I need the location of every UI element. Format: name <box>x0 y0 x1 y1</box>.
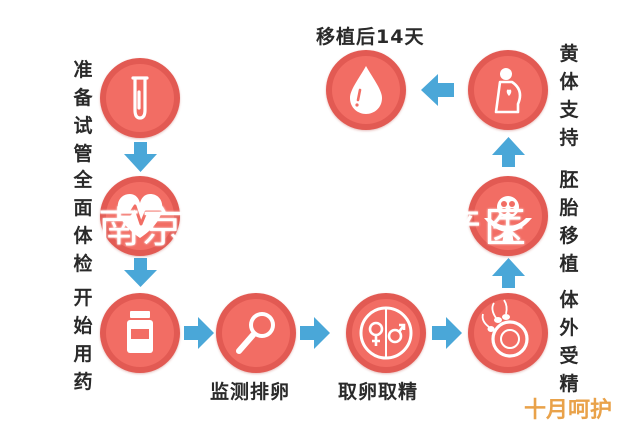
step-transfer <box>468 176 548 256</box>
gender-symbols-icon <box>359 306 413 360</box>
step-retrieve <box>346 293 426 373</box>
label-retrieve: 取卵取精 <box>338 381 419 403</box>
label-day14: 移植后14天 <box>316 26 425 48</box>
arrow-meds-to-monitor <box>184 317 214 349</box>
arrow-monitor-to-retrieve <box>300 317 330 349</box>
label-transfer: 胚胎移植 <box>559 169 579 275</box>
flow-arrows <box>124 74 525 349</box>
label-prep: 准备试管 <box>73 59 93 165</box>
label-ivf: 体外受精 <box>559 289 579 395</box>
arrow-exam-to-meds <box>124 258 157 287</box>
label-exam: 全面体检 <box>73 169 93 275</box>
step-support <box>468 50 548 130</box>
step-exam <box>100 176 180 256</box>
step-meds <box>100 293 180 373</box>
arrow-transfer-to-support <box>492 137 525 167</box>
embryo-hand-icon <box>484 196 532 244</box>
pregnant-woman-icon <box>494 68 522 114</box>
step-monitor <box>216 293 296 373</box>
medicine-bottle-icon <box>127 311 153 353</box>
heartbeat-icon <box>116 194 164 238</box>
egg-sperm-icon <box>481 299 529 358</box>
test-tube-icon <box>131 76 149 120</box>
step-prep <box>100 58 180 138</box>
step-ivf <box>468 293 548 373</box>
label-support: 黄体支持 <box>559 43 579 149</box>
label-monitor: 监测排卵 <box>210 381 291 403</box>
arrow-support-to-day14 <box>421 74 454 106</box>
magnifier-icon <box>236 312 275 354</box>
watermark-right: 产医 <box>440 203 529 252</box>
blood-drop-icon <box>350 66 382 114</box>
arrow-ivf-to-transfer <box>492 258 525 288</box>
arrow-retrieve-to-ivf <box>432 317 462 349</box>
arrow-prep-to-exam <box>124 142 157 172</box>
brand-logo-text: 十月呵护 <box>524 398 613 423</box>
label-meds: 开始用药 <box>73 287 93 393</box>
watermark-left: 南京 <box>98 203 187 252</box>
step-day14 <box>326 50 406 130</box>
